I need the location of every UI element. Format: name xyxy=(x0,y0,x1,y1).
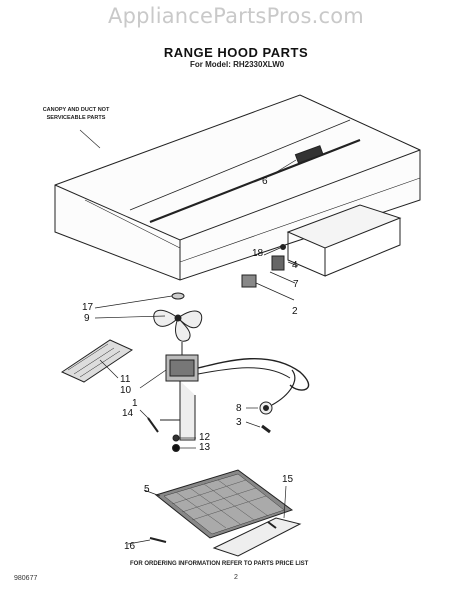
model-subtitle: For Model: RH2330XLW0 xyxy=(190,60,285,69)
fan-blade-part xyxy=(94,292,203,342)
callout-18: 18 xyxy=(252,248,264,259)
motor-part xyxy=(139,342,309,441)
control-panel-part xyxy=(269,145,324,177)
callout-5: 5 xyxy=(144,484,150,495)
callout-12: 12 xyxy=(199,432,211,443)
document-code: 980677 xyxy=(14,575,38,582)
grease-filter-part xyxy=(143,469,294,539)
page-number: 2 xyxy=(234,574,238,581)
ordering-note: FOR ORDERING INFORMATION REFER TO PARTS … xyxy=(130,561,309,567)
light-cover-part xyxy=(212,485,302,557)
power-cord-part xyxy=(245,369,296,434)
callout-17: 17 xyxy=(82,302,94,313)
callout-10: 10 xyxy=(120,385,132,396)
switch-parts xyxy=(241,244,299,301)
screw-part xyxy=(127,537,167,545)
callout-13: 13 xyxy=(199,442,211,453)
canopy-note: CANOPY AND DUCT NOT SERVICEABLE PARTS xyxy=(42,107,110,121)
callout-3: 3 xyxy=(236,417,242,428)
callout-4: 4 xyxy=(292,260,298,271)
hardware-parts xyxy=(139,409,196,452)
hood-canopy xyxy=(54,94,421,281)
light-housing-part xyxy=(286,204,402,277)
callout-14: 14 xyxy=(122,408,134,419)
light-lens-part xyxy=(60,339,134,383)
diagram-title: RANGE HOOD PARTS xyxy=(163,45,309,60)
callout-16: 16 xyxy=(124,541,136,552)
watermark: AppliancePartsPros.com xyxy=(108,4,364,28)
callout-7: 7 xyxy=(293,279,299,290)
callout-2: 2 xyxy=(292,306,298,317)
callout-8: 8 xyxy=(236,403,242,414)
callout-15: 15 xyxy=(282,474,294,485)
callout-9: 9 xyxy=(84,313,90,324)
callout-1: 1 xyxy=(132,398,138,409)
callout-11: 11 xyxy=(120,374,131,385)
callout-6: 6 xyxy=(262,176,268,187)
